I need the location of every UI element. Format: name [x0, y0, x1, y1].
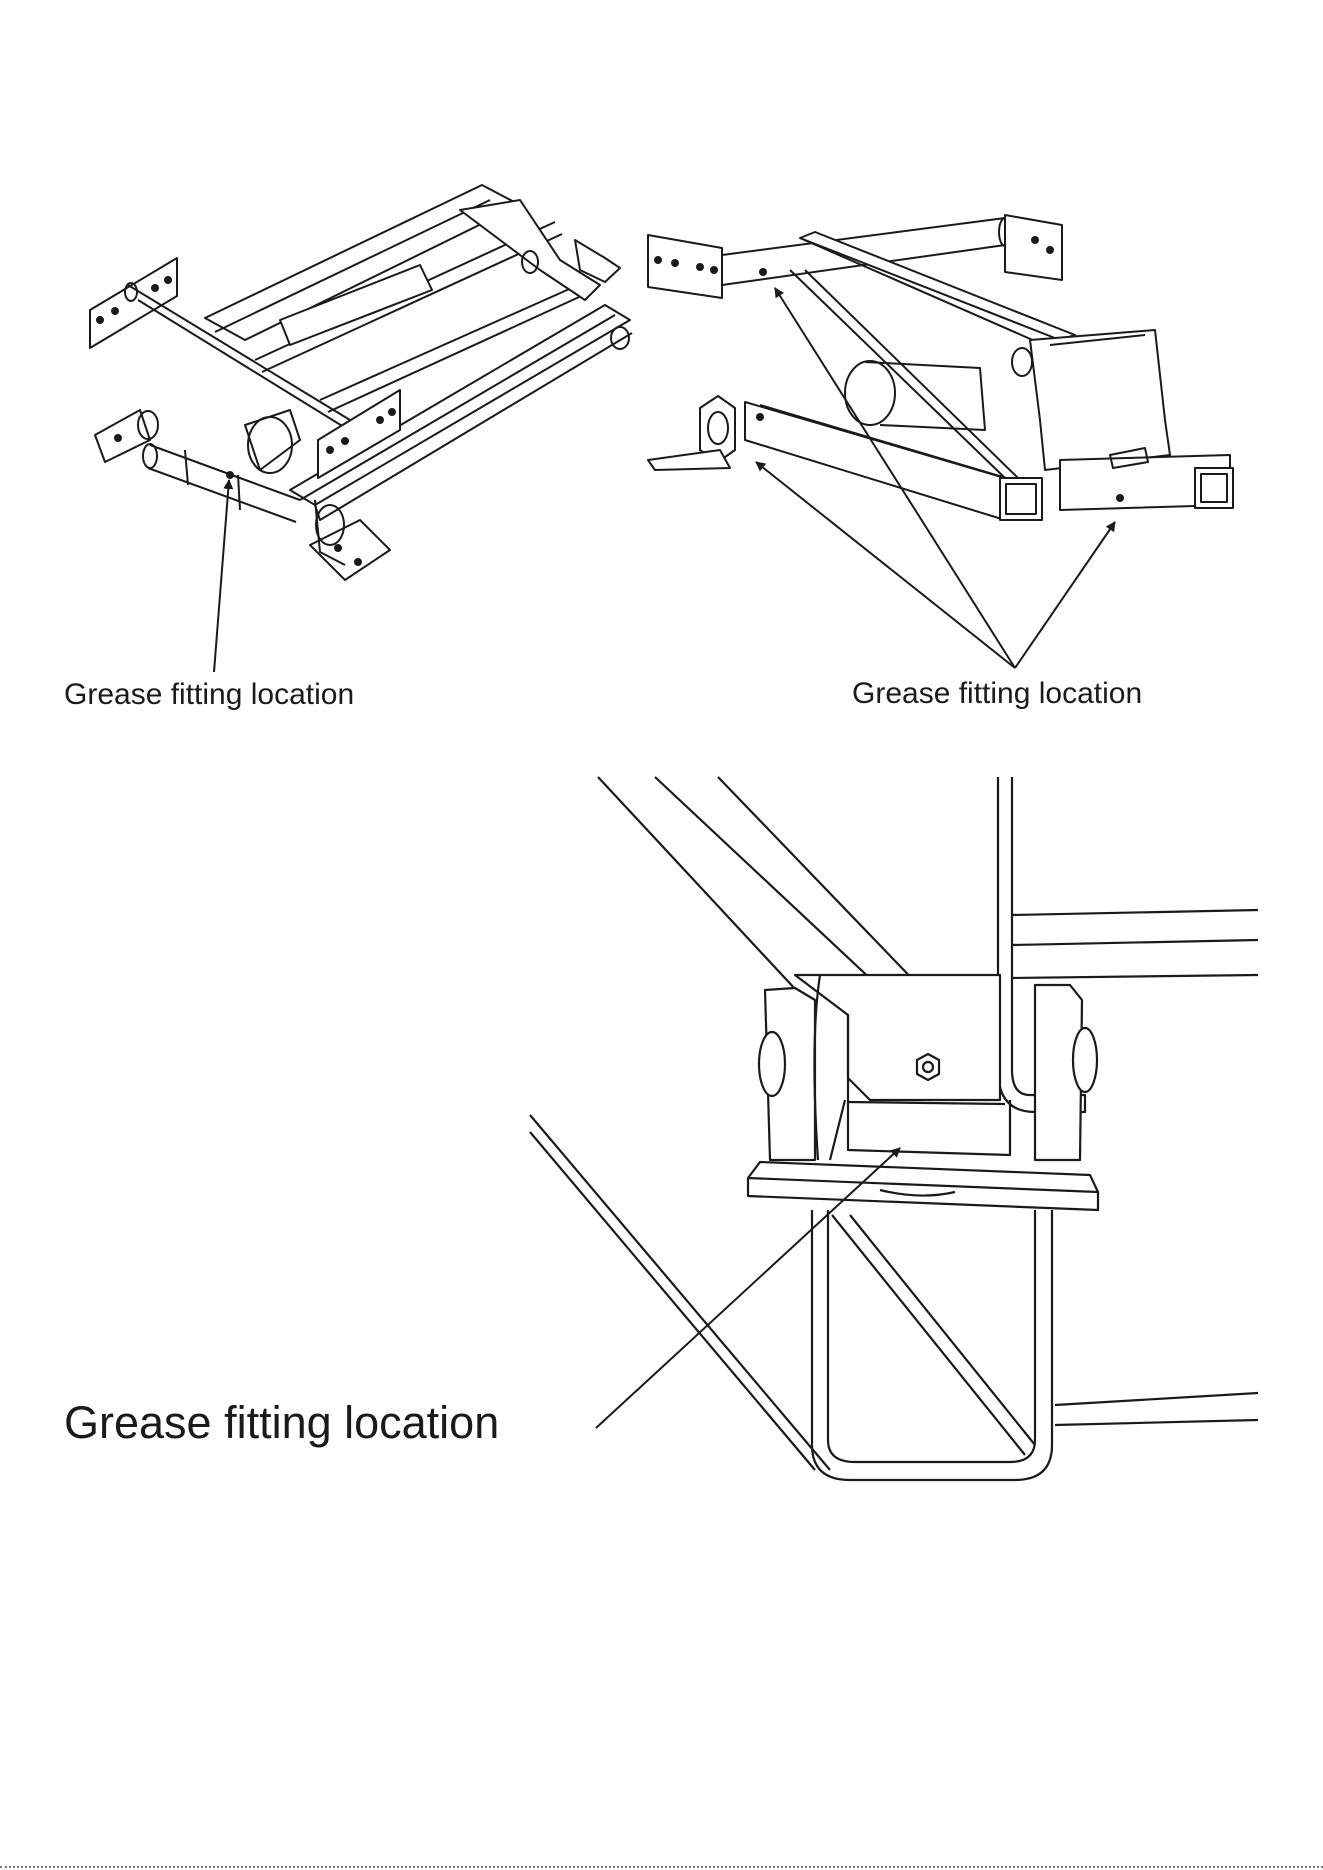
page-bottom-rule — [0, 1866, 1323, 1868]
closeup-drawing — [530, 777, 1258, 1480]
caption-bottom: Grease fitting location — [64, 1397, 499, 1449]
caption-top-right: Grease fitting location — [852, 677, 1142, 711]
caption-top-left: Grease fitting location — [64, 678, 354, 712]
arrow-left — [214, 480, 229, 672]
frame-drawing-right — [648, 215, 1233, 520]
frame-drawing-left — [90, 185, 632, 580]
arrow-right-3 — [1015, 522, 1115, 668]
